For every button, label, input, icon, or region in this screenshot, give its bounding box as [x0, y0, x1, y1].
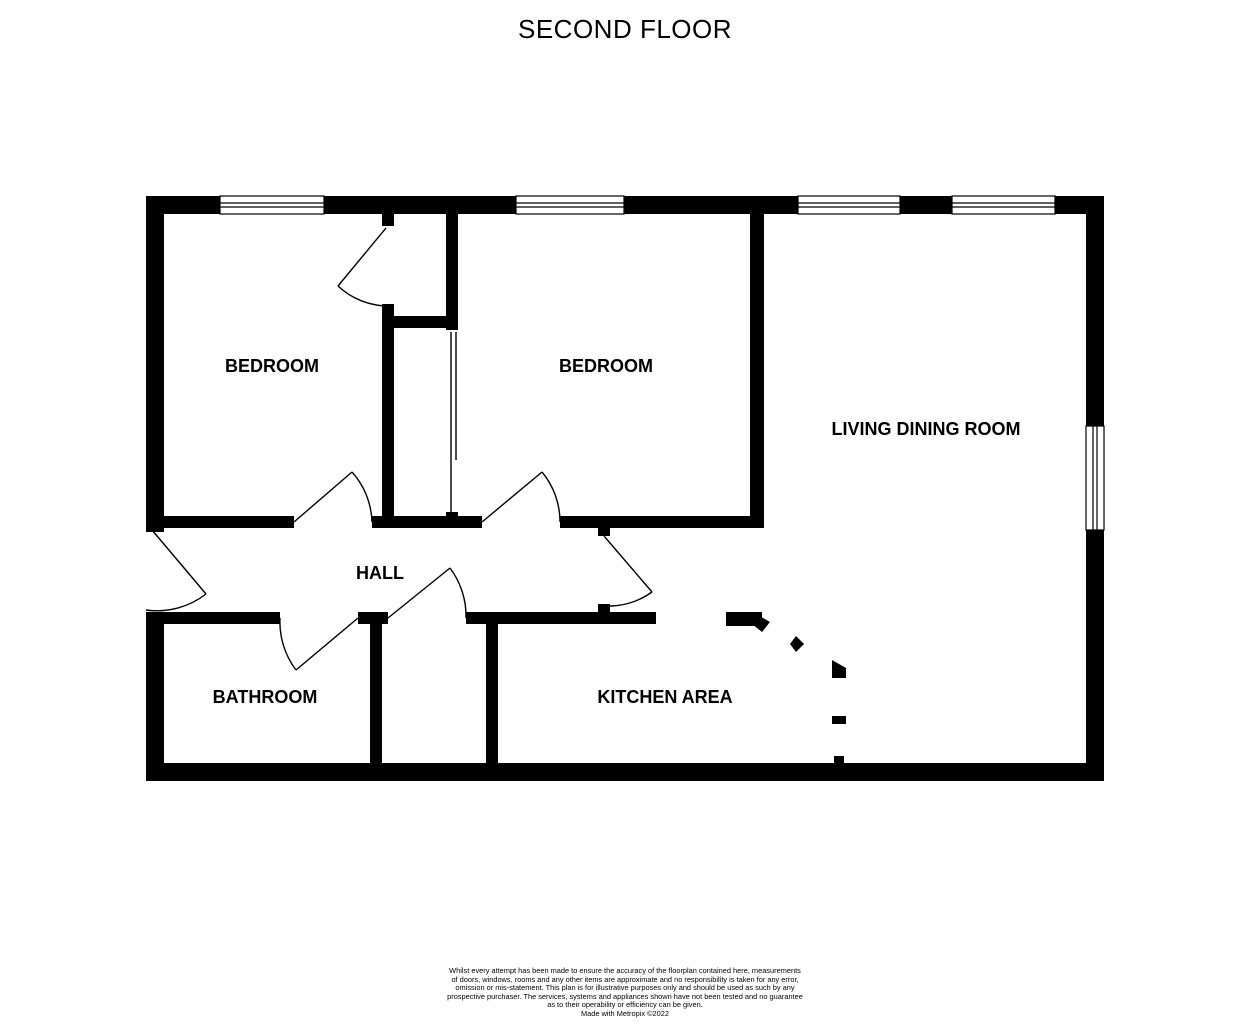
kitchen-counter-arc: [752, 614, 846, 678]
outer-wall-bottom: [146, 763, 1104, 781]
bedroom2-left-wall: [446, 214, 458, 330]
window-living-side: [1085, 425, 1105, 531]
closet-bottom-stub: [446, 512, 458, 526]
room-label-bedroom-1: BEDROOM: [225, 356, 319, 376]
bedroom2-bottom-wall: [560, 516, 764, 528]
disclaimer-line: as to their operability or efficiency ca…: [547, 1000, 703, 1010]
door-closet-sliding: [450, 332, 457, 512]
door-closet: [337, 227, 389, 307]
window-living-1: [797, 195, 901, 215]
bathroom-top-wall: [146, 612, 280, 624]
disclaimer-line: omission or mis-statement. This plan is …: [455, 983, 795, 993]
walls: [146, 196, 1104, 781]
disclaimer: Whilst every attempt has been made to en…: [405, 966, 845, 1019]
room-label-hall: HALL: [356, 563, 404, 583]
outer-wall-top-1: [146, 196, 220, 214]
kitchen-divider-1: [832, 716, 846, 724]
windows: [219, 195, 1105, 531]
outer-wall-left-upper: [146, 196, 164, 532]
disclaimer-credit: Made with Metropix ©2022: [580, 1008, 670, 1018]
hall-door-stub-1: [598, 526, 610, 536]
window-bedroom2: [515, 195, 625, 215]
door-bedroom2: [481, 471, 561, 523]
kitchen-top-wall: [466, 612, 656, 624]
outer-wall-top-3: [624, 196, 798, 214]
room-label-living-dining: LIVING DINING ROOM: [832, 419, 1021, 439]
door-bathroom: [279, 617, 359, 671]
disclaimer-line: prospective purchaser. The services, sys…: [447, 991, 803, 1001]
door-storage: [387, 567, 467, 619]
closet-left-wall: [382, 304, 394, 526]
disclaimer-line: Whilst every attempt has been made to en…: [449, 966, 801, 975]
disclaimer-line: of doors, windows, rooms and any other i…: [451, 974, 799, 984]
outer-wall-top-4: [900, 196, 952, 214]
door-bedroom1: [293, 471, 373, 523]
door-hall-kitchen: [603, 535, 653, 607]
closet-door-stub: [382, 214, 394, 226]
outer-wall-left-lower: [146, 612, 164, 781]
kitchen-divider-2: [834, 756, 844, 766]
storage-right-wall: [486, 612, 498, 781]
floor-title: SECOND FLOOR: [517, 14, 733, 44]
bedroom1-bottom-wall: [146, 516, 294, 528]
bedroom2-right-wall: [750, 214, 764, 528]
room-label-bathroom: BATHROOM: [213, 687, 318, 707]
door-entrance: [145, 529, 207, 612]
kitchen-door-stub: [598, 604, 610, 614]
window-bedroom1: [219, 195, 325, 215]
outer-wall-top-2: [324, 196, 516, 214]
room-label-kitchen: KITCHEN AREA: [597, 687, 732, 707]
outer-wall-right-upper: [1086, 196, 1104, 426]
room-label-bedroom-2: BEDROOM: [559, 356, 653, 376]
outer-wall-right-lower: [1086, 530, 1104, 781]
window-living-2: [951, 195, 1056, 215]
doors: [145, 227, 653, 671]
bathroom-right-wall: [370, 612, 382, 781]
closet-top-wall: [382, 316, 458, 328]
